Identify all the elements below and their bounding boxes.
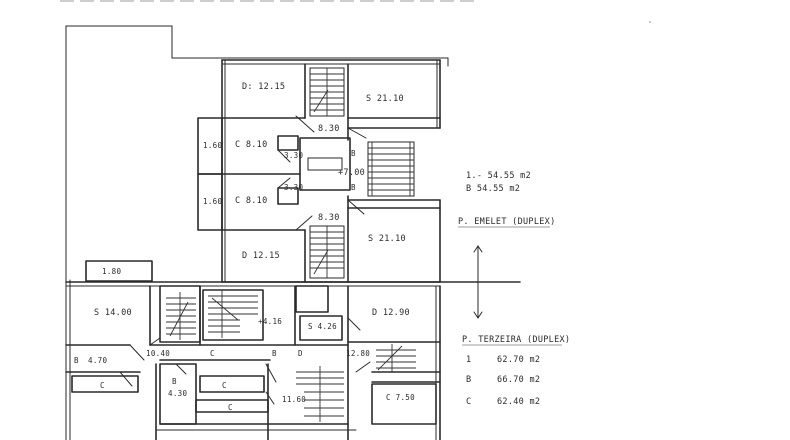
legend-lower-row-3-value: 62.40 m2 (497, 397, 540, 407)
room-label-c-lower: C 8.10 (235, 196, 268, 206)
area-label-small-lower: 3.30 (284, 183, 303, 192)
room-label-s-bottom: S 21.10 (368, 234, 406, 244)
tag-b-lower: B (351, 183, 356, 192)
room-label-c-store: C (228, 403, 233, 412)
legend-lower-label: P. TERZEIRA (DUPLEX) (462, 335, 570, 345)
lower-stair-left (166, 292, 196, 340)
area-label-side-upper: 1.60 (203, 141, 222, 150)
upper-stair-bottom (309, 225, 345, 279)
scan-speck (649, 21, 651, 23)
area-label-hall-bottom: 11.60 (282, 395, 306, 404)
room-label-s-left: S 14.00 (94, 308, 132, 318)
legend-lower-row-3-letter: C (466, 397, 471, 407)
lower-block-walls (65, 260, 521, 440)
area-label-balcony: 1.80 (102, 267, 121, 276)
tag-b-upper: B (351, 149, 356, 158)
area-label-hall-right: 12.80 (346, 349, 370, 358)
legend-lower-row-2-value: 66.70 m2 (497, 375, 540, 385)
area-label-side-lower: 1.60 (203, 197, 222, 206)
lower-stair-bottom (296, 366, 344, 422)
lower-stair-right (376, 344, 416, 372)
area-label-hall-bottom: 8.30 (318, 213, 340, 223)
area-label-hall-left: 10.40 (146, 349, 170, 358)
legend-lower-row-1-letter: 1 (466, 355, 471, 365)
room-label-d-mid: D (298, 349, 303, 358)
lower-door-swings (119, 317, 371, 405)
level-label-lower-landing: +4.16 (258, 317, 282, 326)
upper-stair-right (367, 141, 415, 197)
level-label-upper-landing: +7.00 (338, 168, 365, 178)
room-label-c-left: C (100, 381, 105, 390)
site-outline (65, 25, 449, 440)
area-label-b-left: 4.70 (88, 356, 107, 365)
room-label-c-lower: C (222, 381, 227, 390)
upper-door-swings (277, 115, 367, 231)
area-label-hall-top: 8.30 (318, 124, 340, 134)
area-label-b-lower: 4.30 (168, 389, 187, 398)
level-separator (448, 245, 520, 319)
room-label-s-small: S 4.26 (308, 322, 337, 331)
tag-b-lower: B (172, 377, 177, 386)
tag-b-left: B (74, 356, 79, 365)
room-label-d-top: D: 12.15 (242, 82, 285, 92)
room-label-b-mid: B (272, 349, 277, 358)
upper-stair-top (309, 67, 345, 117)
legend-upper-row-1: 1.- 54.55 m2 (466, 171, 531, 181)
room-label-c-mid: C (210, 349, 215, 358)
room-label-d-right: D 12.90 (372, 308, 410, 318)
room-label-d-bottom: D 12.15 (242, 251, 280, 261)
room-label-s-top: S 21.10 (366, 94, 404, 104)
legend-upper-label: P. EMELET (DUPLEX) (458, 217, 556, 227)
room-label-c-right: C 7.50 (386, 393, 415, 402)
legend-lower-row-1-value: 62.70 m2 (497, 355, 540, 365)
room-label-c-upper: C 8.10 (235, 140, 268, 150)
legend-upper-row-2: B 54.55 m2 (466, 184, 520, 194)
legend-lower-row-2-letter: B (466, 375, 471, 385)
lower-stair-center (208, 290, 258, 338)
area-label-small-upper: 3.30 (284, 151, 303, 160)
